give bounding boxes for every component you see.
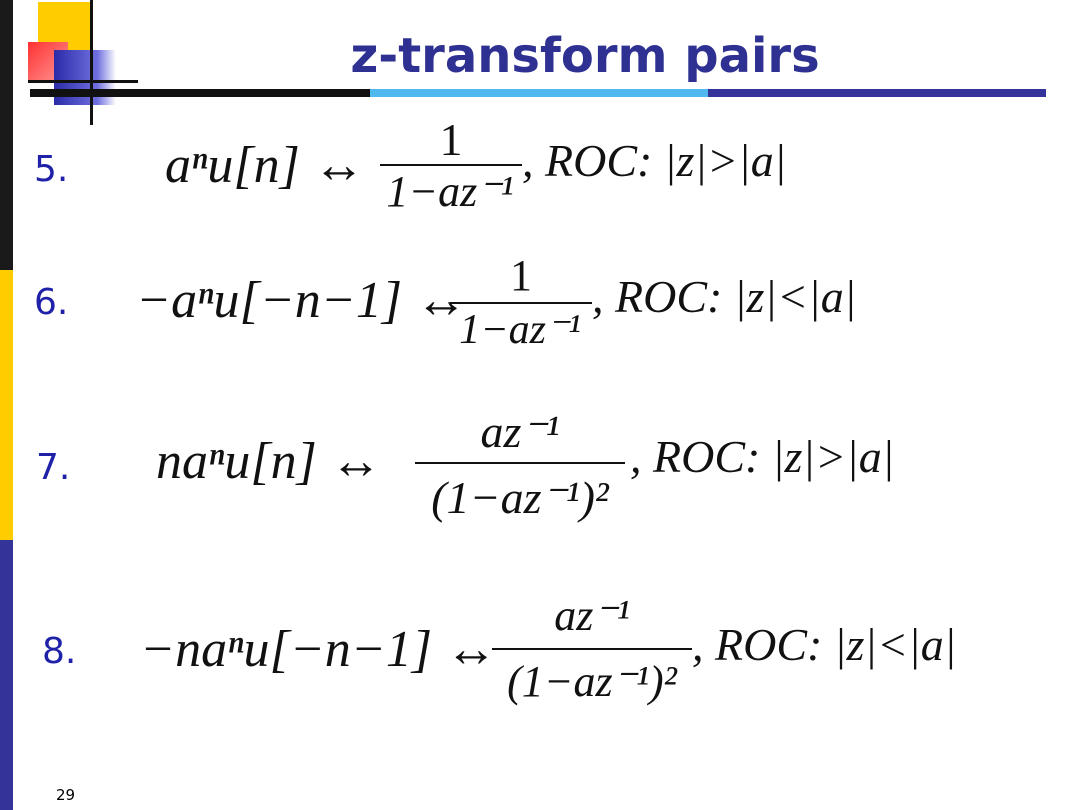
pair-roc: , ROC: |z|>|a| xyxy=(522,135,787,186)
pair-numerator: az⁻¹ xyxy=(480,406,560,457)
pair-number: 6. xyxy=(34,282,69,323)
logo-vertical-line xyxy=(90,0,93,125)
pair-roc: , ROC: |z|<|a| xyxy=(592,271,857,322)
fraction-bar xyxy=(415,462,625,464)
pair-lhs: naⁿu[n] ↔ xyxy=(156,433,382,490)
pair-denominator: 1−az⁻¹ xyxy=(386,167,514,216)
fraction-bar xyxy=(380,164,522,166)
pair-lhs: aⁿu[n] ↔ xyxy=(165,137,365,194)
slide-title: z-transform pairs xyxy=(350,28,820,84)
left-bar-navy xyxy=(0,540,13,810)
pair-number: 8. xyxy=(42,631,77,672)
pair-roc: , ROC: |z|<|a| xyxy=(692,619,957,670)
left-bar-dark xyxy=(0,0,13,270)
logo-horizontal-line xyxy=(28,80,138,83)
left-bar-yellow xyxy=(0,270,13,540)
fraction-bar xyxy=(450,302,592,304)
pair-denominator: (1−az⁻¹)² xyxy=(507,657,677,706)
pair-numerator: az⁻¹ xyxy=(554,591,630,640)
pair-lhs: −aⁿu[−n−1] ↔ xyxy=(136,272,468,329)
fraction-bar xyxy=(492,648,692,650)
title-rule-black xyxy=(30,89,370,97)
pair-denominator: (1−az⁻¹)² xyxy=(431,472,609,523)
pair-number: 5. xyxy=(34,149,69,190)
pair-number: 7. xyxy=(36,447,71,488)
title-rule xyxy=(30,89,1046,97)
pair-denominator: 1−az⁻¹ xyxy=(459,307,581,353)
pair-numerator: 1 xyxy=(439,114,463,165)
pair-numerator: 1 xyxy=(510,251,532,300)
title-rule-navy xyxy=(708,89,1046,97)
pair-roc: , ROC: |z|>|a| xyxy=(630,431,895,482)
page-number: 29 xyxy=(56,786,76,804)
pair-lhs: −naⁿu[−n−1] ↔ xyxy=(140,621,498,678)
title-rule-light-blue xyxy=(370,89,708,97)
